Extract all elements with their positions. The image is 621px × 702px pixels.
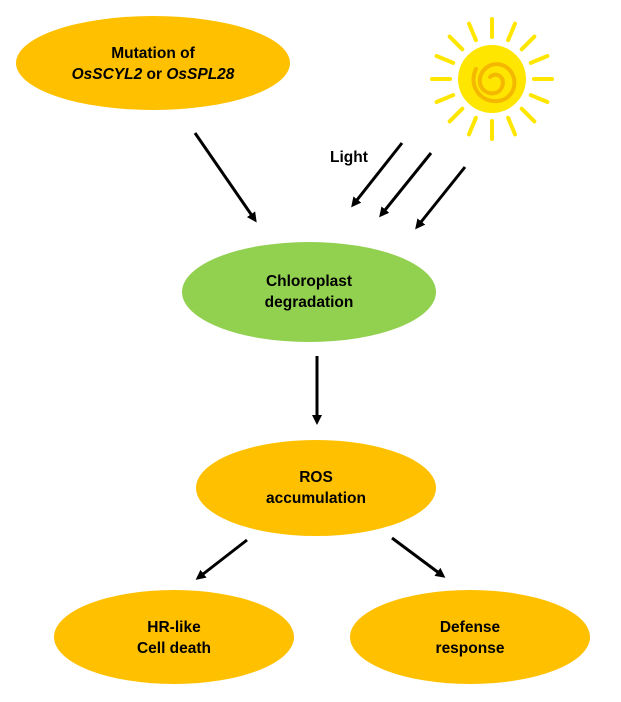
sun-icon: [430, 17, 554, 141]
light-arrow-1: [351, 142, 404, 208]
defense-label-line2: response: [436, 640, 505, 657]
sun-ray: [447, 34, 465, 52]
sun-ray: [434, 54, 456, 65]
ros-node: ROS accumulation: [196, 440, 436, 536]
sun-ray: [519, 34, 537, 52]
light-arrow-2: [379, 152, 433, 218]
light-arrow-3: [415, 166, 467, 230]
sun-ray: [528, 54, 550, 65]
ros-label-line1: ROS: [299, 469, 333, 486]
mutation-node: Mutation of OsSCYL2 or OsSPL28: [16, 16, 290, 110]
gene-osspl28: OsSPL28: [166, 66, 234, 83]
hr-label-line2: Cell death: [137, 640, 211, 657]
gene-oscyl2: OsSCYL2: [72, 66, 143, 83]
sun-ray: [506, 115, 517, 137]
sun-ray: [519, 106, 537, 124]
ros-label-line2: accumulation: [266, 490, 366, 507]
mutation-label-line2: OsSCYL2 or OsSPL28: [72, 66, 235, 83]
sun-ray: [528, 93, 550, 104]
defense-label-line1: Defense: [440, 619, 501, 636]
sun-ray: [506, 21, 517, 43]
chloroplast-node: Chloroplast degradation: [182, 242, 436, 342]
mutation-label-line1: Mutation of: [111, 45, 195, 62]
hr-cell-death-node: HR-like Cell death: [54, 590, 294, 684]
light-label: Light: [330, 149, 368, 166]
defense-response-node: Defense response: [350, 590, 590, 684]
arrow-ros-to-defense: [391, 536, 446, 578]
hr-label-line1: HR-like: [147, 619, 201, 636]
chloroplast-label-line1: Chloroplast: [266, 273, 352, 290]
sun-ray: [434, 93, 456, 104]
arrow-ros-to-hr: [195, 538, 248, 580]
sun-ray: [467, 21, 478, 43]
arrow-mutation-to-chloroplast: [193, 132, 257, 223]
chloroplast-label-line2: degradation: [265, 294, 354, 311]
gene-connector: or: [142, 66, 166, 83]
sun-ray: [467, 115, 478, 137]
sun-ray: [447, 106, 465, 124]
